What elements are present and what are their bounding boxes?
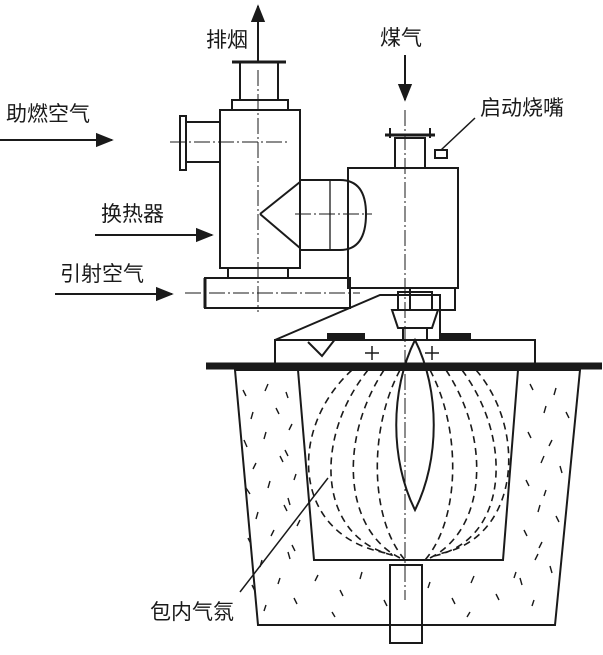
- combustion-air-label: 助燃空气: [6, 102, 90, 126]
- ladle-drain: [389, 564, 423, 644]
- ladle-atmosphere-label: 包内气氛: [150, 600, 234, 624]
- pilot-burner-label: 启动烧嘴: [480, 96, 564, 120]
- induced-air-label: 引射空气: [60, 262, 144, 286]
- exhaust-label: 排烟: [206, 28, 248, 52]
- refractory-lining: [242, 383, 570, 618]
- heat-exchanger: [219, 109, 368, 279]
- burner-nozzle: [390, 291, 440, 341]
- atmosphere-contours: [307, 369, 510, 561]
- ladle-atmosphere-pointer: [239, 477, 329, 593]
- heat-exchanger-label: 换热器: [101, 202, 164, 226]
- burner-body: [347, 167, 459, 311]
- gas-label: 煤气: [380, 26, 422, 50]
- exhaust-stack: [231, 60, 289, 111]
- pilot-burner: [385, 117, 476, 169]
- flame: [395, 337, 435, 513]
- center-lines: [170, 70, 406, 600]
- combustion-air-flange: [179, 115, 221, 171]
- ladle-shell: [233, 369, 582, 626]
